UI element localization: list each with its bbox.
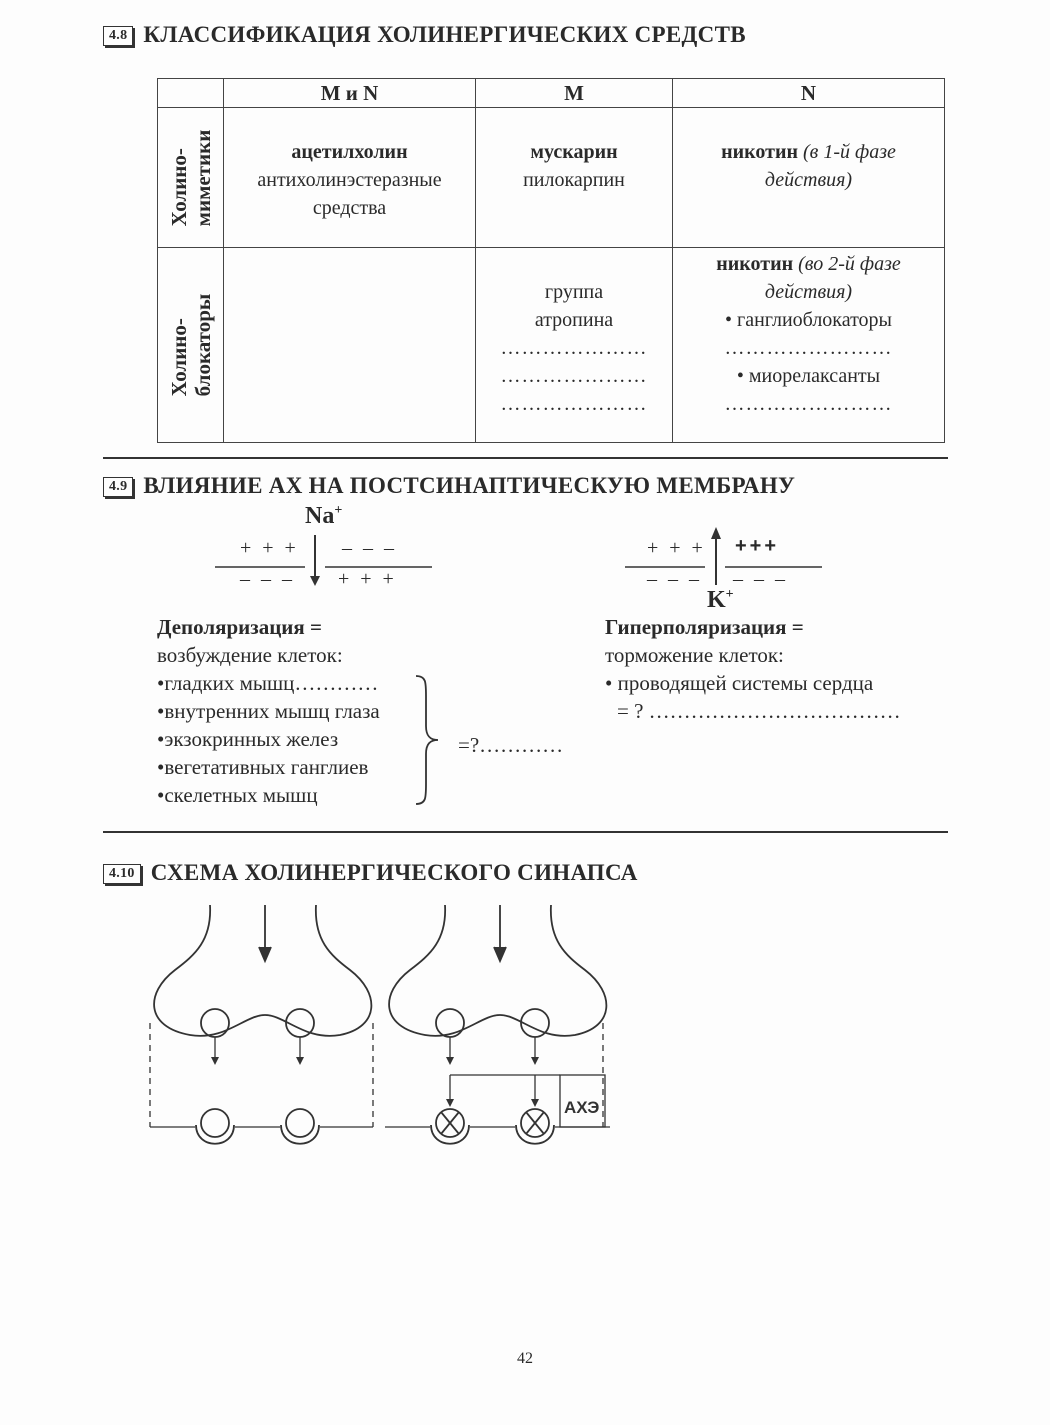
charge-inner-left: – – –	[647, 568, 702, 590]
cell-text: (в 1-й фазе	[803, 141, 896, 163]
row-label-cell: Холино- блокаторы	[157, 247, 224, 443]
depolarization-block: Деполяризация = возбуждение клеток: •гла…	[157, 613, 380, 809]
hyperpolarization-membrane-diagram	[625, 527, 822, 585]
section-badge: 4.10	[103, 864, 141, 884]
table-cell: никотин (в 1-й фазе действия)	[672, 107, 945, 248]
cell-text: атропина	[534, 309, 614, 331]
list-item: •экзокринных желез	[157, 727, 339, 751]
charge-outer-left: + + +	[240, 537, 299, 559]
depolarization-heading: Деполяризация =	[157, 615, 322, 639]
arrow-down-icon	[310, 576, 320, 586]
table-cell-empty	[223, 247, 476, 443]
table-row: Холино- миметики ацетилхолин антихолинэс…	[157, 107, 945, 248]
table-row: Холино- блокаторы группа атропина …………………	[157, 247, 945, 443]
section-badge: 4.8	[103, 26, 134, 46]
na-ion-label: Na+	[305, 503, 343, 529]
hyperpolarization-heading: Гиперполяризация =	[605, 615, 804, 639]
charge-inner-right: + + +	[338, 568, 397, 590]
section-title: СХЕМА ХОЛИНЕРГИЧЕСКОГО СИНАПСА	[150, 860, 638, 885]
section-4-10-heading: 4.10 СХЕМА ХОЛИНЕРГИЧЕСКОГО СИНАПСА	[103, 860, 638, 886]
hyperpolarization-answer: = ? ………………………………	[617, 699, 901, 723]
presynaptic-terminal-left	[149, 904, 374, 1145]
cell-text: • ганглиоблокаторы	[724, 309, 892, 331]
hyperpolarization-block: Гиперполяризация = торможение клеток: • …	[605, 613, 901, 725]
page-number: 42	[517, 1350, 533, 1367]
cell-text: пилокарпин	[523, 169, 625, 191]
table-cell: группа атропина ………………… ………………… …………………	[475, 247, 673, 443]
cell-text: средства	[312, 197, 387, 219]
cell-text: никотин	[721, 141, 799, 163]
section-4-8-heading: 4.8 КЛАССИФИКАЦИЯ ХОЛИНЕРГИЧЕСКИХ СРЕДСТВ	[103, 22, 746, 48]
header-cell	[157, 78, 224, 108]
section-divider	[103, 457, 948, 459]
charge-inner-right: – – –	[733, 568, 788, 590]
section-divider	[103, 831, 948, 833]
cell-text: мускарин	[530, 141, 618, 163]
cell-text: группа	[544, 281, 604, 303]
list-item: •скелетных мышц	[157, 783, 318, 807]
cell-text: действия)	[764, 281, 853, 303]
row-label-cell: Холино- миметики	[157, 107, 224, 248]
curly-brace	[415, 675, 439, 805]
charge-outer-right: +++	[735, 535, 780, 557]
hyperpolarization-subtitle: торможение клеток:	[605, 643, 784, 667]
section-4-9-heading: 4.9 ВЛИЯНИЕ АХ НА ПОСТСИНАПТИЧЕСКУЮ МЕМБР…	[103, 473, 795, 499]
k-ion-label: K+	[707, 587, 734, 613]
arrow-up-icon	[711, 527, 721, 539]
cell-text: ацетилхолин	[291, 141, 408, 163]
fill-in-dots: ……………………	[724, 393, 893, 415]
cholinergic-synapse-diagram: АХЭ	[149, 904, 610, 1145]
table-cell: ацетилхолин антихолинэстеразные средства	[223, 107, 476, 248]
cell-text: действия)	[764, 169, 853, 191]
depolarization-membrane-diagram	[215, 535, 432, 586]
table-cell: мускарин пилокарпин	[475, 107, 673, 248]
blocked-receptor-icon	[430, 1108, 470, 1145]
section-title: КЛАССИФИКАЦИЯ ХОЛИНЕРГИЧЕСКИХ СРЕДСТВ	[143, 22, 746, 47]
ache-label: АХЭ	[564, 1098, 599, 1117]
cell-text: антихолинэстеразные	[257, 169, 442, 191]
list-item: •вегетативных ганглиев	[157, 755, 369, 779]
fill-in-dots: …………………	[500, 365, 648, 387]
list-item: •внутренних мышц глаза	[157, 699, 380, 723]
depolarization-answer: =?…………	[458, 733, 564, 757]
presynaptic-terminal-right	[385, 904, 610, 1145]
header-cell: N	[672, 78, 945, 108]
cell-text: никотин	[716, 253, 794, 275]
header-cell: M и N	[223, 78, 476, 108]
fill-in-dots: ……………………	[724, 337, 893, 359]
blocked-receptor-icon	[515, 1108, 555, 1145]
cell-text: • миорелаксанты	[736, 365, 881, 387]
fill-in-dots: …………………	[500, 337, 648, 359]
charge-inner-left: – – –	[240, 568, 295, 590]
table-cell: никотин (во 2-й фазе действия) • ганглио…	[672, 247, 945, 443]
charge-outer-right: – – –	[342, 537, 397, 559]
classification-table: M и N M N Холино- миметики ацетилхолин а…	[157, 78, 945, 443]
row-label: Холино- блокаторы	[166, 293, 215, 397]
section-title: ВЛИЯНИЕ АХ НА ПОСТСИНАПТИЧЕСКУЮ МЕМБРАНУ	[143, 473, 796, 498]
list-item: •гладких мышц…………	[157, 671, 379, 695]
charge-outer-left: + + +	[647, 537, 706, 559]
depolarization-subtitle: возбуждение клеток:	[157, 643, 343, 667]
cell-text: (во 2-й фазе	[798, 253, 901, 275]
fill-in-dots: …………………	[500, 393, 648, 415]
row-label: Холино- миметики	[166, 129, 215, 226]
header-cell: M	[475, 78, 673, 108]
section-badge: 4.9	[103, 477, 134, 497]
list-item: • проводящей системы сердца	[605, 671, 874, 695]
table-header-row: M и N M N	[157, 78, 945, 108]
